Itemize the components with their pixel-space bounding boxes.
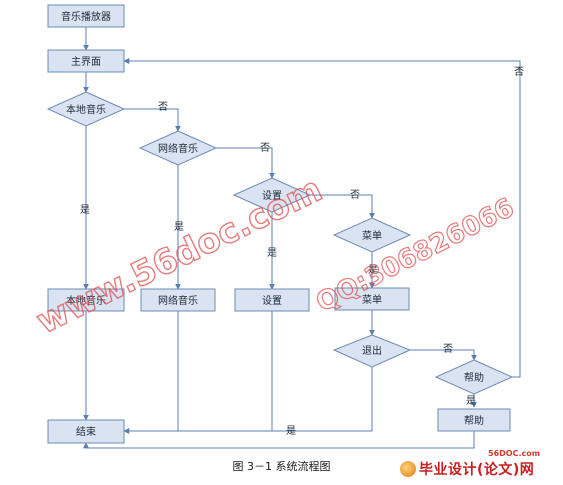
node-menu-label: 菜单 [362, 294, 382, 306]
node-settings: 设置 [234, 288, 310, 312]
watermark-url: www.56doc.com [30, 169, 328, 342]
node-net-label: 网络音乐 [158, 294, 198, 307]
decision-net-label: 网络音乐 [158, 142, 198, 155]
logo-emblem-icon [400, 461, 416, 477]
decision-local: 本地音乐 [46, 91, 126, 127]
label-help-no: 否 [514, 66, 524, 78]
decision-exit-label: 退出 [362, 344, 382, 357]
site-logo-small: 56DOC.com [488, 449, 541, 458]
site-logo-text: 毕业设计(论文)网 [419, 462, 535, 478]
node-start-label: 音乐播放器 [61, 10, 111, 23]
flow-connectors [83, 27, 521, 449]
node-main: 主界面 [47, 49, 125, 73]
edge-help-no [123, 58, 521, 378]
decision-help: 帮助 [434, 359, 514, 395]
decision-settings-label: 设置 [262, 190, 282, 202]
node-help-label: 帮助 [464, 414, 484, 427]
node-menu: 菜单 [334, 287, 410, 311]
edge-settings-no [310, 194, 375, 219]
decision-help-label: 帮助 [464, 371, 484, 384]
label-local-no: 否 [158, 101, 168, 113]
node-net: 网络音乐 [140, 288, 216, 312]
label-local-yes: 是 [80, 204, 90, 216]
node-help: 帮助 [437, 408, 511, 432]
node-end-label: 结束 [76, 425, 96, 438]
decision-settings: 设置 [232, 177, 312, 213]
edge-local-no [124, 108, 181, 132]
node-start: 音乐播放器 [47, 4, 125, 28]
label-net-yes: 是 [174, 221, 184, 233]
label-exit-no: 否 [443, 343, 453, 355]
label-menu-yes: 是 [368, 264, 378, 276]
label-exit-yes: 是 [286, 425, 296, 437]
label-settings-no: 否 [350, 189, 360, 201]
decision-menu: 菜单 [332, 217, 412, 253]
edge-help-end [83, 431, 475, 449]
edge-exit-no [410, 349, 477, 361]
edge-labels: 否 否 否 是 是 是 是 否 是 是 否 [80, 66, 524, 437]
label-settings-yes: 是 [267, 247, 277, 259]
edge-exit-yes [123, 367, 373, 434]
node-end: 结束 [47, 419, 125, 444]
node-main-label: 主界面 [71, 56, 101, 68]
label-net-no: 否 [260, 142, 270, 154]
node-settings-label: 设置 [262, 295, 282, 307]
watermark-qq: QQ:306826066 [312, 193, 519, 318]
decision-local-label: 本地音乐 [66, 103, 106, 116]
node-local: 本地音乐 [47, 288, 125, 312]
node-local-label: 本地音乐 [66, 294, 106, 307]
figure-caption: 图 3－1 系统流程图 [232, 460, 331, 473]
edge-net-no [216, 147, 275, 179]
decision-exit: 退出 [332, 334, 412, 368]
label-help-yes: 是 [466, 395, 476, 407]
site-logo: 毕业设计(论文)网 [400, 459, 534, 479]
decision-menu-label: 菜单 [362, 230, 382, 242]
decision-net: 网络音乐 [138, 130, 218, 166]
